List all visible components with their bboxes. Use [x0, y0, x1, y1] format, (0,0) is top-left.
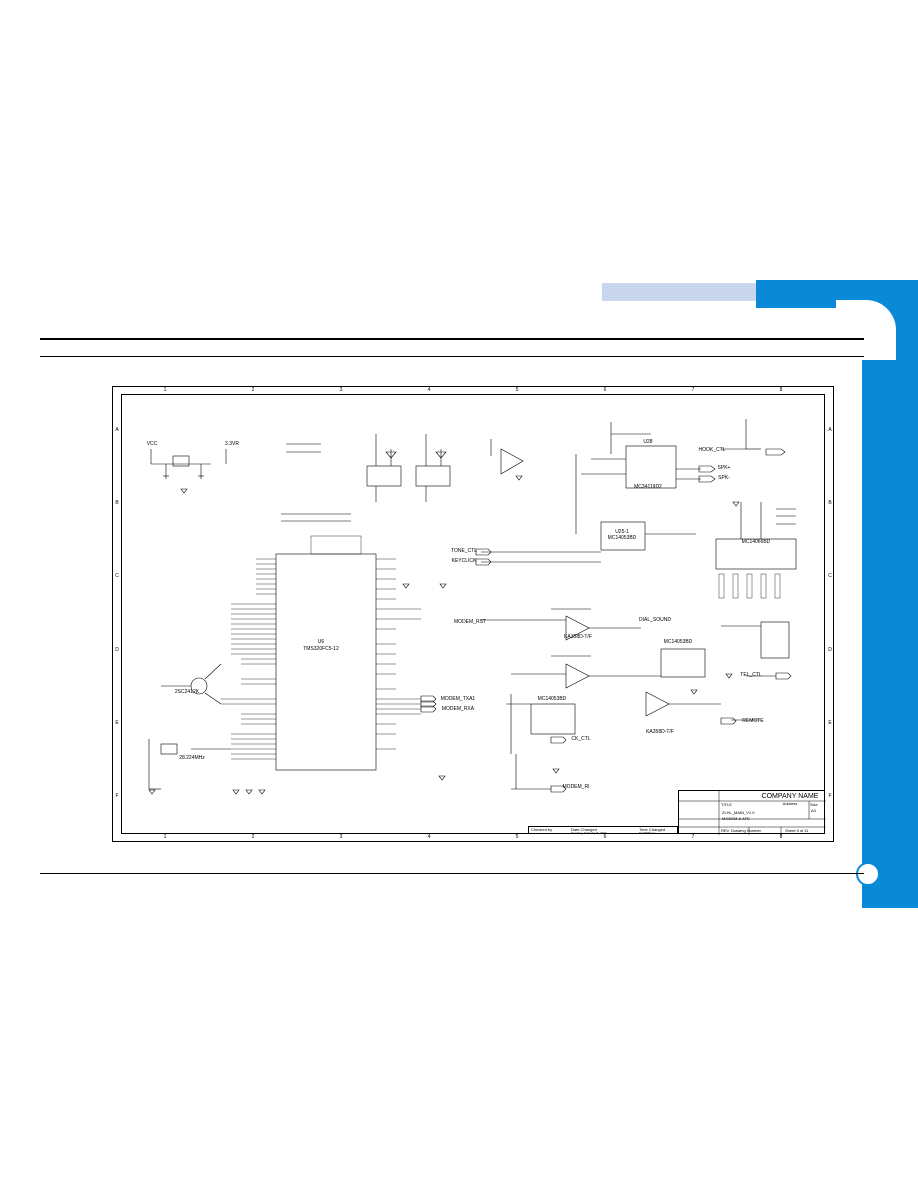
rev-label: REV — [721, 828, 730, 833]
schematic-inner-frame — [121, 394, 825, 834]
frame-row-label: B — [115, 500, 119, 506]
net-modem-rst-label: MODEM_RST — [454, 619, 486, 625]
company-address: Address — [782, 801, 798, 806]
v33-label: 3.3VR — [225, 441, 239, 447]
net-ck-label: CK_CTL — [571, 736, 591, 742]
frame-row-label: A — [828, 426, 832, 433]
chip-u6-part: TMS320FC5-12 — [303, 646, 339, 652]
chip-u28-part: MC34119D2 — [634, 484, 662, 490]
checked-by-label: Checked by — [531, 827, 553, 832]
chip-u25-3-part: MC14053BD — [663, 639, 693, 645]
vcc-label: VCC — [146, 441, 158, 447]
date-changed-label: Date Changed — [571, 827, 597, 832]
frame-row-label: E — [115, 720, 119, 726]
op-amps — [481, 608, 761, 790]
crystal-label: 28.224MHz — [179, 755, 205, 761]
chip-u6-ref: U6 — [317, 639, 325, 645]
time-value: 10:38:55 am — [639, 831, 656, 835]
frame-row-label: C — [828, 573, 832, 580]
ground-symbols — [148, 475, 740, 795]
drawing-subtitle: MODEM & AFE — [722, 816, 750, 821]
power-section — [150, 443, 351, 522]
schematic-drawing — [121, 394, 825, 834]
relay — [721, 621, 790, 677]
side-color-bar — [862, 280, 918, 908]
frame-col-label: 5 — [515, 387, 519, 393]
title-block-grid — [679, 791, 826, 835]
size-value: A3 — [811, 808, 816, 813]
net-spk-m-label: SPK- — [718, 475, 730, 481]
grid-ticks — [121, 394, 825, 834]
net-dial-label: DIAL_SOUND — [639, 617, 671, 623]
chip-u26-part: MC14066BD — [741, 539, 771, 545]
net-hook-label: HOOK_CTL — [698, 447, 726, 453]
company-name: COMPANY NAME — [761, 793, 819, 800]
date-value: Tuesday, February 5, 2002 — [571, 831, 607, 835]
transistor-label: 2SC2412K — [174, 689, 200, 695]
bar-curve — [836, 300, 896, 360]
chip-u28-ref: U28 — [643, 439, 653, 445]
frame-row-label: D — [115, 646, 119, 653]
title-block: TITLE Size A3 REV Drawing Number Sheet 5… — [678, 790, 826, 835]
frame-col-label: 7 — [691, 834, 695, 840]
transistor-and-crystal — [148, 663, 231, 790]
schematic-frame — [112, 386, 834, 842]
frame-col-label: 1 — [163, 834, 167, 840]
change-block: Checked by Date Changed Tuesday, Februar… — [528, 826, 678, 835]
size-label: Size — [810, 802, 818, 807]
title-label: TITLE — [721, 802, 732, 807]
chip-u25-1-ref: U25-1 — [615, 529, 629, 535]
frame-col-label: 6 — [603, 834, 607, 840]
chip-u6 — [221, 535, 421, 771]
frame-col-label: 1 — [163, 387, 167, 393]
chip-u25-1 — [481, 521, 696, 563]
net-spk-p-label: SPK+ — [717, 465, 731, 471]
header-rule — [40, 338, 864, 340]
frame-col-label: 3 — [339, 387, 343, 393]
drawing-number-label: Drawing Number — [731, 828, 762, 833]
chip-u25-2-part: MC14053BD — [537, 696, 567, 702]
frame-col-label: 2 — [251, 387, 255, 393]
footer-rule — [40, 873, 864, 874]
op-amp-u27-part: KA358D-T/F — [646, 729, 674, 735]
frame-row-label: D — [828, 646, 832, 653]
frame-col-label: 7 — [691, 387, 695, 393]
frame-row-label: F — [828, 793, 832, 800]
chip-u26 — [715, 502, 797, 599]
time-changed-label: Time Changed — [639, 827, 666, 832]
net-tone-label: TONE_CTL — [450, 548, 478, 554]
connectors — [420, 448, 792, 793]
net-remote-label: REMOTE — [742, 718, 764, 724]
drawing-title: ZLHL_MAIN_V1.0 — [722, 810, 755, 815]
page-number-circle — [856, 862, 880, 886]
chip-u25-1-part: MC14053BD — [607, 535, 637, 541]
frame-row-label: F — [115, 793, 119, 800]
frame-col-label: 6 — [603, 387, 607, 393]
frame-row-label: B — [828, 500, 832, 506]
net-modem-tx-label: MODEM_TXA1 — [440, 696, 476, 702]
frame-col-label: 4 — [427, 834, 431, 840]
frame-col-label: 2 — [251, 834, 255, 840]
frame-col-label: 8 — [779, 387, 783, 393]
net-modem-rx-label: MODEM_RXA — [441, 706, 475, 712]
frame-col-label: 3 — [339, 834, 343, 840]
op-amp-u41-part: KA358D-T/F — [564, 634, 592, 640]
logic-gates — [366, 434, 524, 502]
chip-u28 — [575, 419, 761, 534]
frame-col-label: 4 — [427, 387, 431, 393]
sheet-label: Sheet 5 of 11 — [785, 828, 809, 833]
frame-row-label: A — [115, 426, 119, 433]
frame-row-label: C — [115, 573, 119, 580]
net-keyclick-label: KEYCLICK — [451, 558, 477, 564]
header-rule-thin — [40, 356, 864, 357]
frame-col-label: 5 — [515, 834, 519, 840]
frame-col-label: 8 — [779, 834, 783, 840]
frame-row-label: E — [828, 720, 832, 726]
net-tel-label: TEL_CTL — [740, 672, 762, 678]
net-modem-ri-label: MODEM_RI — [562, 784, 590, 790]
